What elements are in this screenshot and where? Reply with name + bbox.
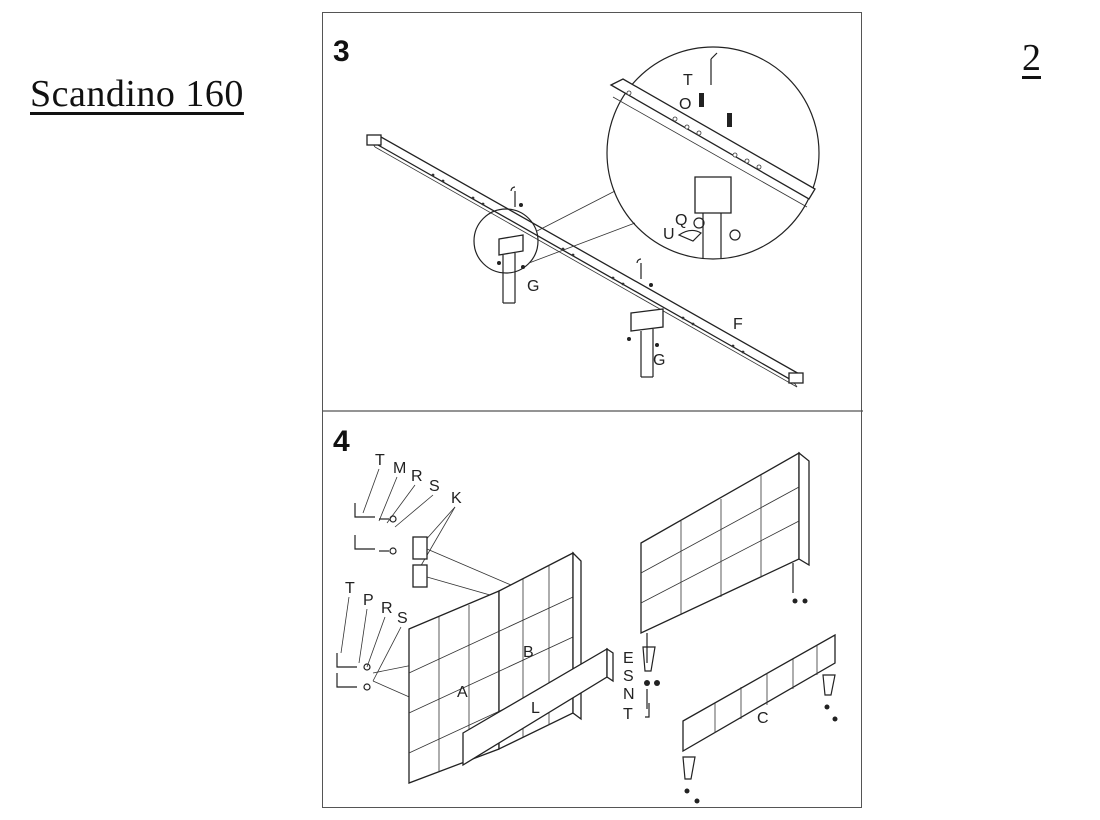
hardware-set-bottom xyxy=(336,596,402,691)
label-k: K xyxy=(451,490,462,507)
label-s-top: S xyxy=(429,478,440,495)
footboard-c xyxy=(682,633,838,804)
hardware-set-top xyxy=(354,503,428,588)
label-u: U xyxy=(663,226,675,243)
detail-circle-large xyxy=(606,46,820,260)
page-number: 2 xyxy=(1022,37,1041,79)
label-t-bottom: T xyxy=(345,580,355,597)
side-rail-l xyxy=(462,647,614,767)
support-leg-2 xyxy=(627,258,664,378)
label-l: L xyxy=(531,700,540,717)
label-s-leg: S xyxy=(623,668,634,685)
center-rail-f xyxy=(366,134,804,388)
assembly-diagram: 3 xyxy=(323,35,863,804)
label-a: A xyxy=(457,684,468,701)
label-t-leg: T xyxy=(623,706,633,723)
label-e: E xyxy=(623,650,634,667)
step-4-number: 4 xyxy=(333,425,350,458)
label-b: B xyxy=(523,644,534,661)
step-3: 3 xyxy=(333,35,820,388)
label-m: M xyxy=(393,460,406,477)
label-t: T xyxy=(683,72,693,89)
support-leg-1 xyxy=(497,186,525,304)
headboard-assembled xyxy=(640,451,810,663)
label-s-bottom: S xyxy=(397,610,408,627)
hardware-leader-lines xyxy=(362,468,456,570)
leg-hardware xyxy=(642,646,660,718)
label-t-top: T xyxy=(375,452,385,469)
label-f: F xyxy=(733,316,743,333)
step-4: 4 T M R S K xyxy=(333,425,838,804)
label-n: N xyxy=(623,686,635,703)
label-c: C xyxy=(757,710,769,727)
label-g-2: G xyxy=(653,352,665,369)
product-title: Scandino 160 xyxy=(30,73,244,115)
label-o: O xyxy=(679,96,691,113)
detail-circle-small xyxy=(473,208,539,274)
assembly-instructions-frame: 3 xyxy=(322,12,863,808)
label-g-1: G xyxy=(527,278,539,295)
label-r-bottom: R xyxy=(381,600,393,617)
label-r-top: R xyxy=(411,468,423,485)
step-3-number: 3 xyxy=(333,35,350,68)
headboard-a xyxy=(408,551,582,784)
label-p: P xyxy=(363,592,374,609)
label-q: Q xyxy=(675,212,687,229)
